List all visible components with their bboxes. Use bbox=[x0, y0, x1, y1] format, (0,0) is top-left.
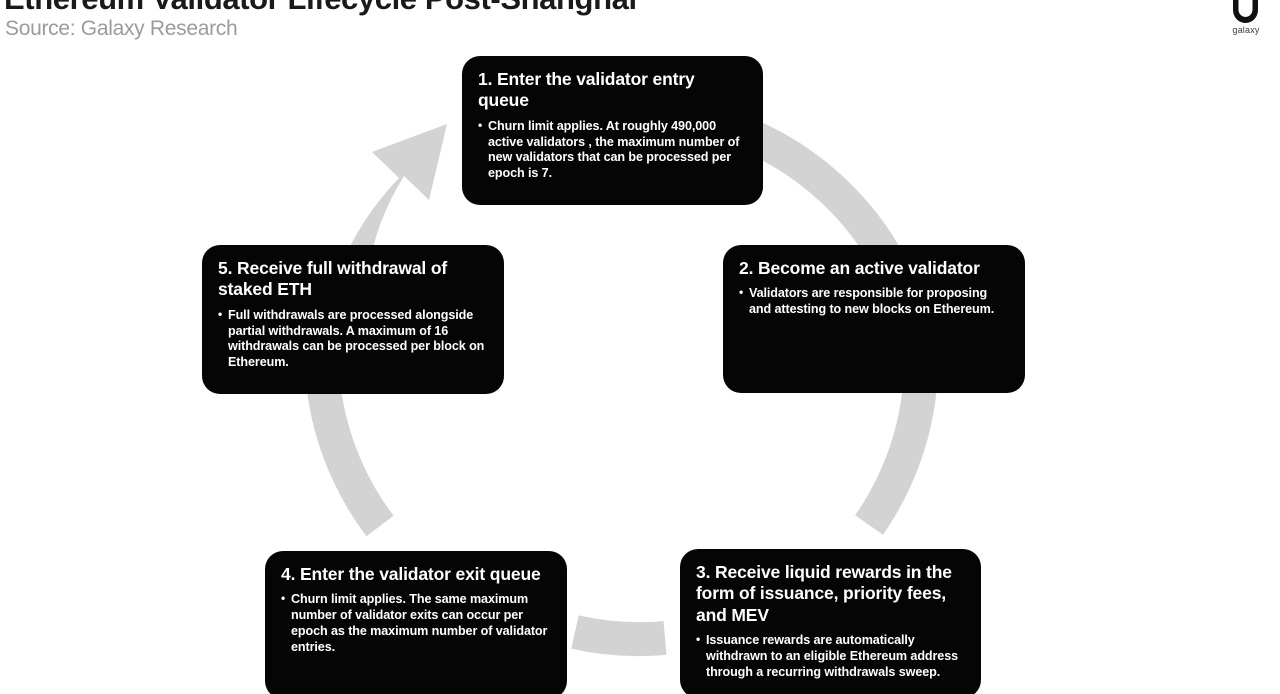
cycle-step-3[interactable]: 3. Receive liquid rewards in the form of… bbox=[680, 549, 981, 694]
cycle-step-3-bullets: Issuance rewards are automatically withd… bbox=[696, 632, 965, 681]
cycle-step-4-title: 4. Enter the validator exit queue bbox=[281, 564, 541, 584]
cycle-step-4-bullet-1: Churn limit applies. The same maximum nu… bbox=[281, 591, 551, 655]
cycle-step-2[interactable]: 2. Become an active validator Validators… bbox=[723, 245, 1025, 393]
cycle-step-2-bullet-1: Validators are responsible for proposing… bbox=[739, 285, 1009, 318]
cycle-step-3-bullet-1: Issuance rewards are automatically withd… bbox=[696, 632, 965, 681]
cycle-step-1-bullets: Churn limit applies. At roughly 490,000 … bbox=[478, 118, 747, 182]
cycle-step-5-title: 5. Receive full withdrawal of staked ETH bbox=[218, 258, 448, 300]
galaxy-logo: galaxy bbox=[1222, 0, 1270, 42]
cycle-step-3-title: 3. Receive liquid rewards in the form of… bbox=[696, 562, 952, 625]
cycle-arc-2-to-3 bbox=[854, 369, 938, 535]
galaxy-logo-text: galaxy bbox=[1232, 25, 1260, 35]
cycle-step-2-title: 2. Become an active validator bbox=[739, 258, 980, 278]
cycle-step-5[interactable]: 5. Receive full withdrawal of staked ETH… bbox=[202, 245, 504, 394]
galaxy-mark-icon bbox=[1233, 0, 1258, 23]
cycle-step-4[interactable]: 4. Enter the validator exit queue Churn … bbox=[265, 551, 567, 694]
cycle-step-1-title: 1. Enter the validator entry queue bbox=[478, 69, 695, 111]
cycle-step-5-bullets: Full withdrawals are processed alongside… bbox=[218, 307, 488, 371]
cycle-step-1-bullet-1: Churn limit applies. At roughly 490,000 … bbox=[478, 118, 747, 182]
cycle-step-2-bullets: Validators are responsible for proposing… bbox=[739, 285, 1009, 318]
cycle-step-1[interactable]: 1. Enter the validator entry queue Churn… bbox=[462, 56, 763, 205]
page-subtitle: Source: Galaxy Research bbox=[5, 17, 238, 40]
cycle-step-4-bullets: Churn limit applies. The same maximum nu… bbox=[281, 591, 551, 655]
cycle-step-5-bullet-1: Full withdrawals are processed alongside… bbox=[218, 307, 488, 371]
page-title: Ethereum Validator Lifecycle Post-Shangh… bbox=[4, 0, 637, 17]
cycle-arc-3-to-4 bbox=[571, 615, 667, 657]
